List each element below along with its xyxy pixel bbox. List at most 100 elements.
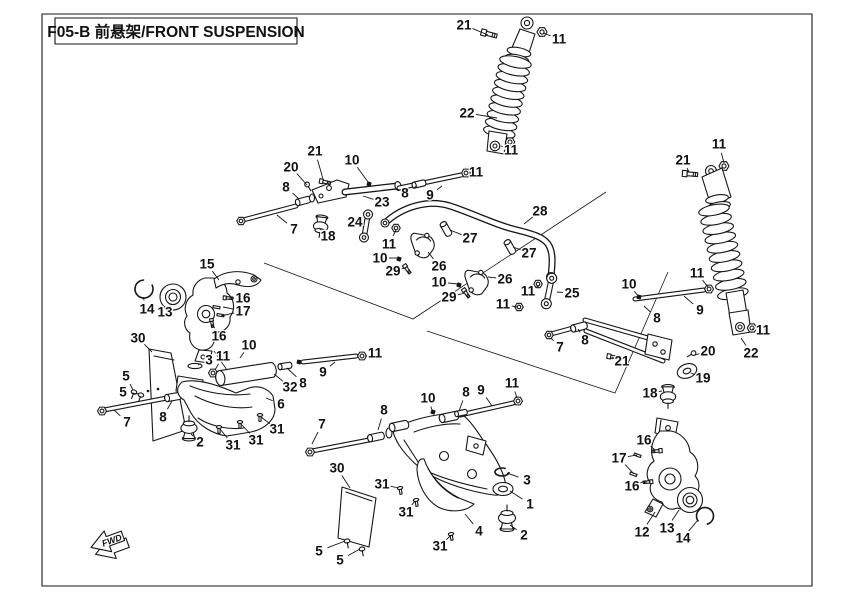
callout-leader	[212, 270, 220, 281]
callout-number: 10	[431, 275, 446, 290]
callout-leader	[240, 423, 251, 434]
callout-number: 14	[675, 531, 691, 546]
callout-leader	[643, 305, 651, 313]
part-shock-absorber-top	[479, 17, 548, 154]
callout-leader	[362, 195, 374, 200]
callout-leader	[464, 513, 474, 525]
callout-leader	[624, 464, 635, 475]
callout-number: 8	[299, 376, 307, 391]
callout-leader	[276, 214, 288, 224]
callout-leader	[640, 480, 646, 484]
callout-number: 9	[426, 188, 434, 203]
callout-number: 31	[432, 539, 448, 554]
callout-number: 30	[329, 461, 344, 476]
callout-leader	[457, 292, 466, 296]
callout-number: 22	[459, 106, 474, 121]
callout-number: 20	[283, 160, 298, 175]
callout-leader	[523, 216, 534, 225]
callout-number: 23	[374, 195, 390, 210]
callout-leader	[213, 326, 216, 329]
callout-leader	[475, 114, 498, 119]
callout-leader	[214, 363, 219, 371]
callout-number: 11	[756, 323, 771, 338]
callout-leader	[542, 32, 551, 37]
callout-number: 31	[248, 433, 264, 448]
callout-leader	[740, 337, 747, 346]
callout-number: 8	[159, 410, 167, 425]
callout-number: 11	[552, 32, 567, 47]
callout-leader	[129, 383, 134, 391]
callout-number: 27	[521, 246, 536, 261]
callout-leader	[286, 367, 297, 378]
callout-leader	[627, 454, 638, 457]
callout-leader	[318, 227, 322, 231]
callout-number: 7	[290, 222, 298, 237]
callout-number: 5	[122, 369, 130, 384]
callout-leader	[671, 509, 680, 521]
callout-leader	[390, 485, 399, 489]
callout-leader	[292, 192, 300, 200]
callout-leader	[430, 406, 433, 411]
callout-number: 22	[743, 346, 758, 361]
callout-number: 8	[653, 311, 661, 326]
callout-number: 16	[235, 291, 251, 306]
callout-number: 3	[205, 353, 213, 368]
callout-number: 17	[611, 451, 626, 466]
callout-number: 13	[659, 521, 675, 536]
callout-leader	[427, 251, 434, 260]
callout-number: 26	[431, 259, 447, 274]
callout-leader	[329, 361, 336, 367]
callout-leader	[550, 337, 554, 341]
callout-number: 30	[130, 331, 145, 346]
callout-leader	[273, 373, 284, 382]
callout-number: 16	[624, 479, 640, 494]
callout-leader	[436, 185, 443, 190]
callout-leader	[509, 524, 517, 531]
callout-leader	[447, 282, 459, 285]
callout-number: 32	[282, 380, 297, 395]
callout-number: 10	[621, 277, 636, 292]
callout-leader	[449, 229, 462, 236]
callout-number: 1	[526, 497, 534, 512]
callout-leader	[144, 344, 153, 353]
part-knuckle-right	[630, 418, 715, 526]
callout-number: 11	[505, 376, 520, 391]
callout-number: 5	[336, 553, 344, 568]
callout-number: 19	[695, 371, 710, 386]
callout-leader	[577, 328, 581, 333]
callout-number: 9	[477, 383, 485, 398]
callout-number: 11	[216, 349, 231, 364]
callout-number: 7	[318, 417, 326, 432]
callout-leader	[690, 372, 695, 375]
diagram-border	[42, 14, 812, 586]
callout-number: 9	[319, 365, 327, 380]
callout-leader	[446, 535, 451, 540]
part-sway-bar-assembly	[358, 199, 559, 312]
callout-number: 10	[420, 391, 435, 406]
callout-leader	[311, 431, 319, 445]
callout-leader	[239, 352, 245, 359]
callout-number: 12	[634, 525, 649, 540]
callout-number: 10	[344, 153, 359, 168]
callout-leader	[506, 472, 519, 478]
callout-number: 11	[368, 346, 383, 361]
callout-leader	[512, 246, 521, 251]
callout-number: 8	[380, 403, 388, 418]
callout-number: 6	[277, 397, 285, 412]
callout-number: 5	[119, 385, 127, 400]
callout-leader	[536, 285, 540, 288]
part-lower-control-arm-center	[305, 396, 523, 542]
callout-leader	[362, 225, 365, 228]
part-knuckle-left	[134, 272, 261, 363]
callout-leader	[260, 416, 271, 424]
callout-number: 11	[504, 143, 519, 158]
callout-leader	[113, 409, 121, 417]
callout-leader	[634, 290, 639, 297]
callout-number: 18	[320, 229, 336, 244]
callout-leader	[514, 391, 518, 399]
callout-number: 26	[497, 272, 513, 287]
callout-number: 7	[556, 340, 564, 355]
callout-number: 21	[456, 18, 472, 33]
